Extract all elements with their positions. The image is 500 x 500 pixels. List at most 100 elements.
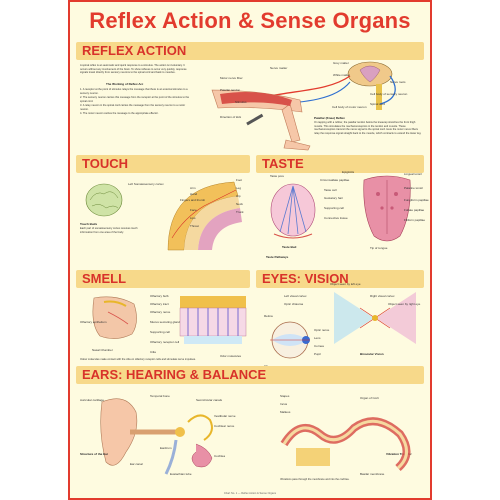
label-retina: Retina — [264, 314, 273, 318]
page-title: Reflex Action & Sense Organs — [89, 8, 411, 33]
label-olfactory-nerve: Olfactory nerve — [150, 310, 171, 314]
caption-left-eye: Object seen by left eye — [330, 282, 361, 286]
label-right-visual-cortex: Right visual cortex — [370, 294, 395, 298]
eye-diagram — [270, 321, 310, 359]
label-supporting-cell: Supporting cell — [324, 206, 344, 210]
label-incus: Incus — [280, 402, 288, 406]
olfactory-epithelium-diagram — [179, 296, 247, 344]
label-cornea: Cornea — [314, 344, 324, 348]
label-mucus-gland: Mucus secreting gland — [150, 320, 181, 324]
section-heading: REFLEX ACTION — [82, 43, 187, 58]
touch-brain-diagram — [85, 183, 123, 217]
tongue-diagram — [363, 175, 411, 242]
label-semicircular-canals: Semicircular canals — [196, 398, 223, 402]
label-olfactory-receptor-cell: Olfactory receptor cell — [150, 340, 180, 344]
taste-bud-caption: Taste Bud — [282, 245, 297, 249]
label-patellar-tendon: Patellar tendon — [220, 88, 241, 92]
label-hip: Hip — [236, 194, 241, 198]
reflex-steps-title: The Working of Reflex Arc — [106, 82, 144, 86]
reflex-step-1: 1. A receptor at the point of stimulus r… — [80, 88, 188, 95]
smell-caption: Odour molecules make contact with the ci… — [80, 358, 196, 361]
label-palatine-tonsil: Palatine tonsil — [404, 186, 423, 190]
label-left-visual-cortex: Left visual cortex — [284, 294, 307, 298]
label-direction-of-kick: Direction of kick — [220, 115, 242, 119]
ear-structure-title: Structure of the Ear — [80, 452, 109, 456]
reflex-step-3: 3. A relay neuron in the spinal cord car… — [80, 104, 186, 111]
reflex-step-4: 4. The motor neuron carries the message … — [80, 112, 159, 115]
section-header-hearing: EARS: HEARING & BALANCE — [76, 366, 424, 384]
label-optic-chiasma: Optic chiasma — [284, 302, 304, 306]
label-organ-of-corti: Organ of Corti — [360, 396, 379, 400]
label-olfactory-bulb: Olfactory bulb — [150, 294, 169, 298]
section-header-vision: EYES: VISION — [256, 270, 424, 288]
label-supporting-cell: Supporting cell — [150, 330, 170, 334]
section-header-touch: TOUCH — [76, 155, 250, 173]
label-pupil: Pupil — [314, 352, 321, 356]
label-stapes: Stapes — [280, 394, 290, 398]
cochlea-uncoiled-diagram — [280, 417, 411, 472]
label-nerve-roots: Nerve roots — [390, 80, 406, 84]
reflex-arc-diagram — [211, 61, 396, 151]
label-temporal-bone: Temporal bone — [150, 394, 170, 398]
label-white-matter: White matter — [333, 73, 351, 77]
label-eustachian-tube: Eustachian tube — [170, 472, 192, 476]
section-heading: EARS: HEARING & BALANCE — [82, 367, 267, 382]
ear-caption: Vibrations pass through the membrane and… — [280, 478, 350, 481]
label-eardrum: Eardrum — [160, 446, 172, 450]
knee-reflex-text: On tapping with a rubber, the patellar t… — [314, 121, 422, 135]
label-taste-cell: Taste cell — [324, 188, 337, 192]
label-spinal-cord: Spinal cord — [370, 102, 386, 106]
label-stimulus: Stimulus — [235, 100, 247, 104]
label-lens: Lens — [314, 336, 321, 340]
label-tip-of-tongue: Tip of tongue — [370, 246, 388, 250]
label-circumvallate-papillae: Circumvallate papillae — [320, 178, 350, 182]
label-fingers: Fingers and thumb — [180, 198, 206, 202]
label-lips: Lips — [190, 216, 196, 220]
label-hand: Hand — [190, 192, 198, 196]
binocular-vision-diagram — [334, 292, 416, 344]
label-motor-nerve-fiber: Motor nerve fiber — [220, 76, 243, 80]
label-cochlear-nerve: Cochlear nerve — [214, 424, 235, 428]
somatosensory-cortex-diagram — [167, 181, 242, 251]
label-foliate-papillae: Foliate papillae — [404, 208, 425, 212]
label-foot: Foot — [236, 178, 243, 182]
label-olfactory-epithelium: Olfactory epithelium — [80, 320, 107, 324]
label-cochlea: Cochlea — [214, 454, 226, 458]
label-neck: Neck — [236, 202, 243, 206]
label-malleus: Malleus — [280, 410, 291, 414]
label-optic-nerve: Optic nerve — [314, 328, 330, 332]
footer: Chart No. 1 — Reflex Action & Sense Orga… — [223, 492, 277, 495]
label-cilia: Cilia — [150, 350, 156, 354]
label-cell-body-sensory: Cell body of sensory neuron — [370, 92, 408, 96]
section-header-taste: TASTE — [256, 155, 424, 173]
knee-reflex-title: Patellar (Knee) Reflex — [314, 116, 345, 120]
label-fungiform-papillae: Fungiform papillae — [404, 198, 429, 202]
label-odor-molecules: Odor molecules — [220, 354, 242, 358]
caption-right-eye: Object seen by right eye — [388, 302, 421, 306]
label-leg: Leg — [236, 186, 242, 190]
label-arm: Arm — [190, 186, 196, 190]
section-heading: TASTE — [262, 156, 304, 171]
reflex-intro: A spinal reflex is an automatic and quic… — [80, 64, 187, 75]
reflex-step-2: 2. The sensory neuron carries this messa… — [80, 96, 190, 103]
touch-caption-title: Touch Buds — [80, 222, 98, 226]
section-heading: EYES: VISION — [262, 271, 349, 286]
label-olfactory-tract: Olfactory tract — [150, 302, 169, 306]
label-throat: Throat — [190, 224, 199, 228]
section-header-reflex: REFLEX ACTION — [76, 42, 424, 60]
label-nerve-matter: Nerve matter — [270, 66, 288, 70]
label-lingual-tonsil: Lingual tonsil — [404, 172, 422, 176]
label-filiform-papillae: Filiform papillae — [404, 218, 426, 222]
label-left-somatosensory-cortex: Left Somatosensory cortex — [128, 182, 164, 186]
label-basilar-membrane: Basilar membrane — [360, 472, 385, 476]
label-taste-pore: Taste pore — [270, 174, 285, 178]
section-heading: TOUCH — [82, 156, 128, 171]
label-connective-tissue: Connective tissue — [324, 216, 348, 220]
ear-structure-diagram — [100, 398, 213, 475]
taste-pathways-title: Taste Pathways — [266, 255, 289, 259]
label-ear-canal: Ear canal — [130, 462, 143, 466]
nasal-chamber-diagram — [92, 296, 137, 339]
label-cell-body-motor: Cell body of motor neuron — [332, 105, 367, 109]
poster: Reflex Action & Sense Organs REFLEX ACTI… — [68, 0, 432, 500]
label-trunk: Trunk — [236, 210, 244, 214]
